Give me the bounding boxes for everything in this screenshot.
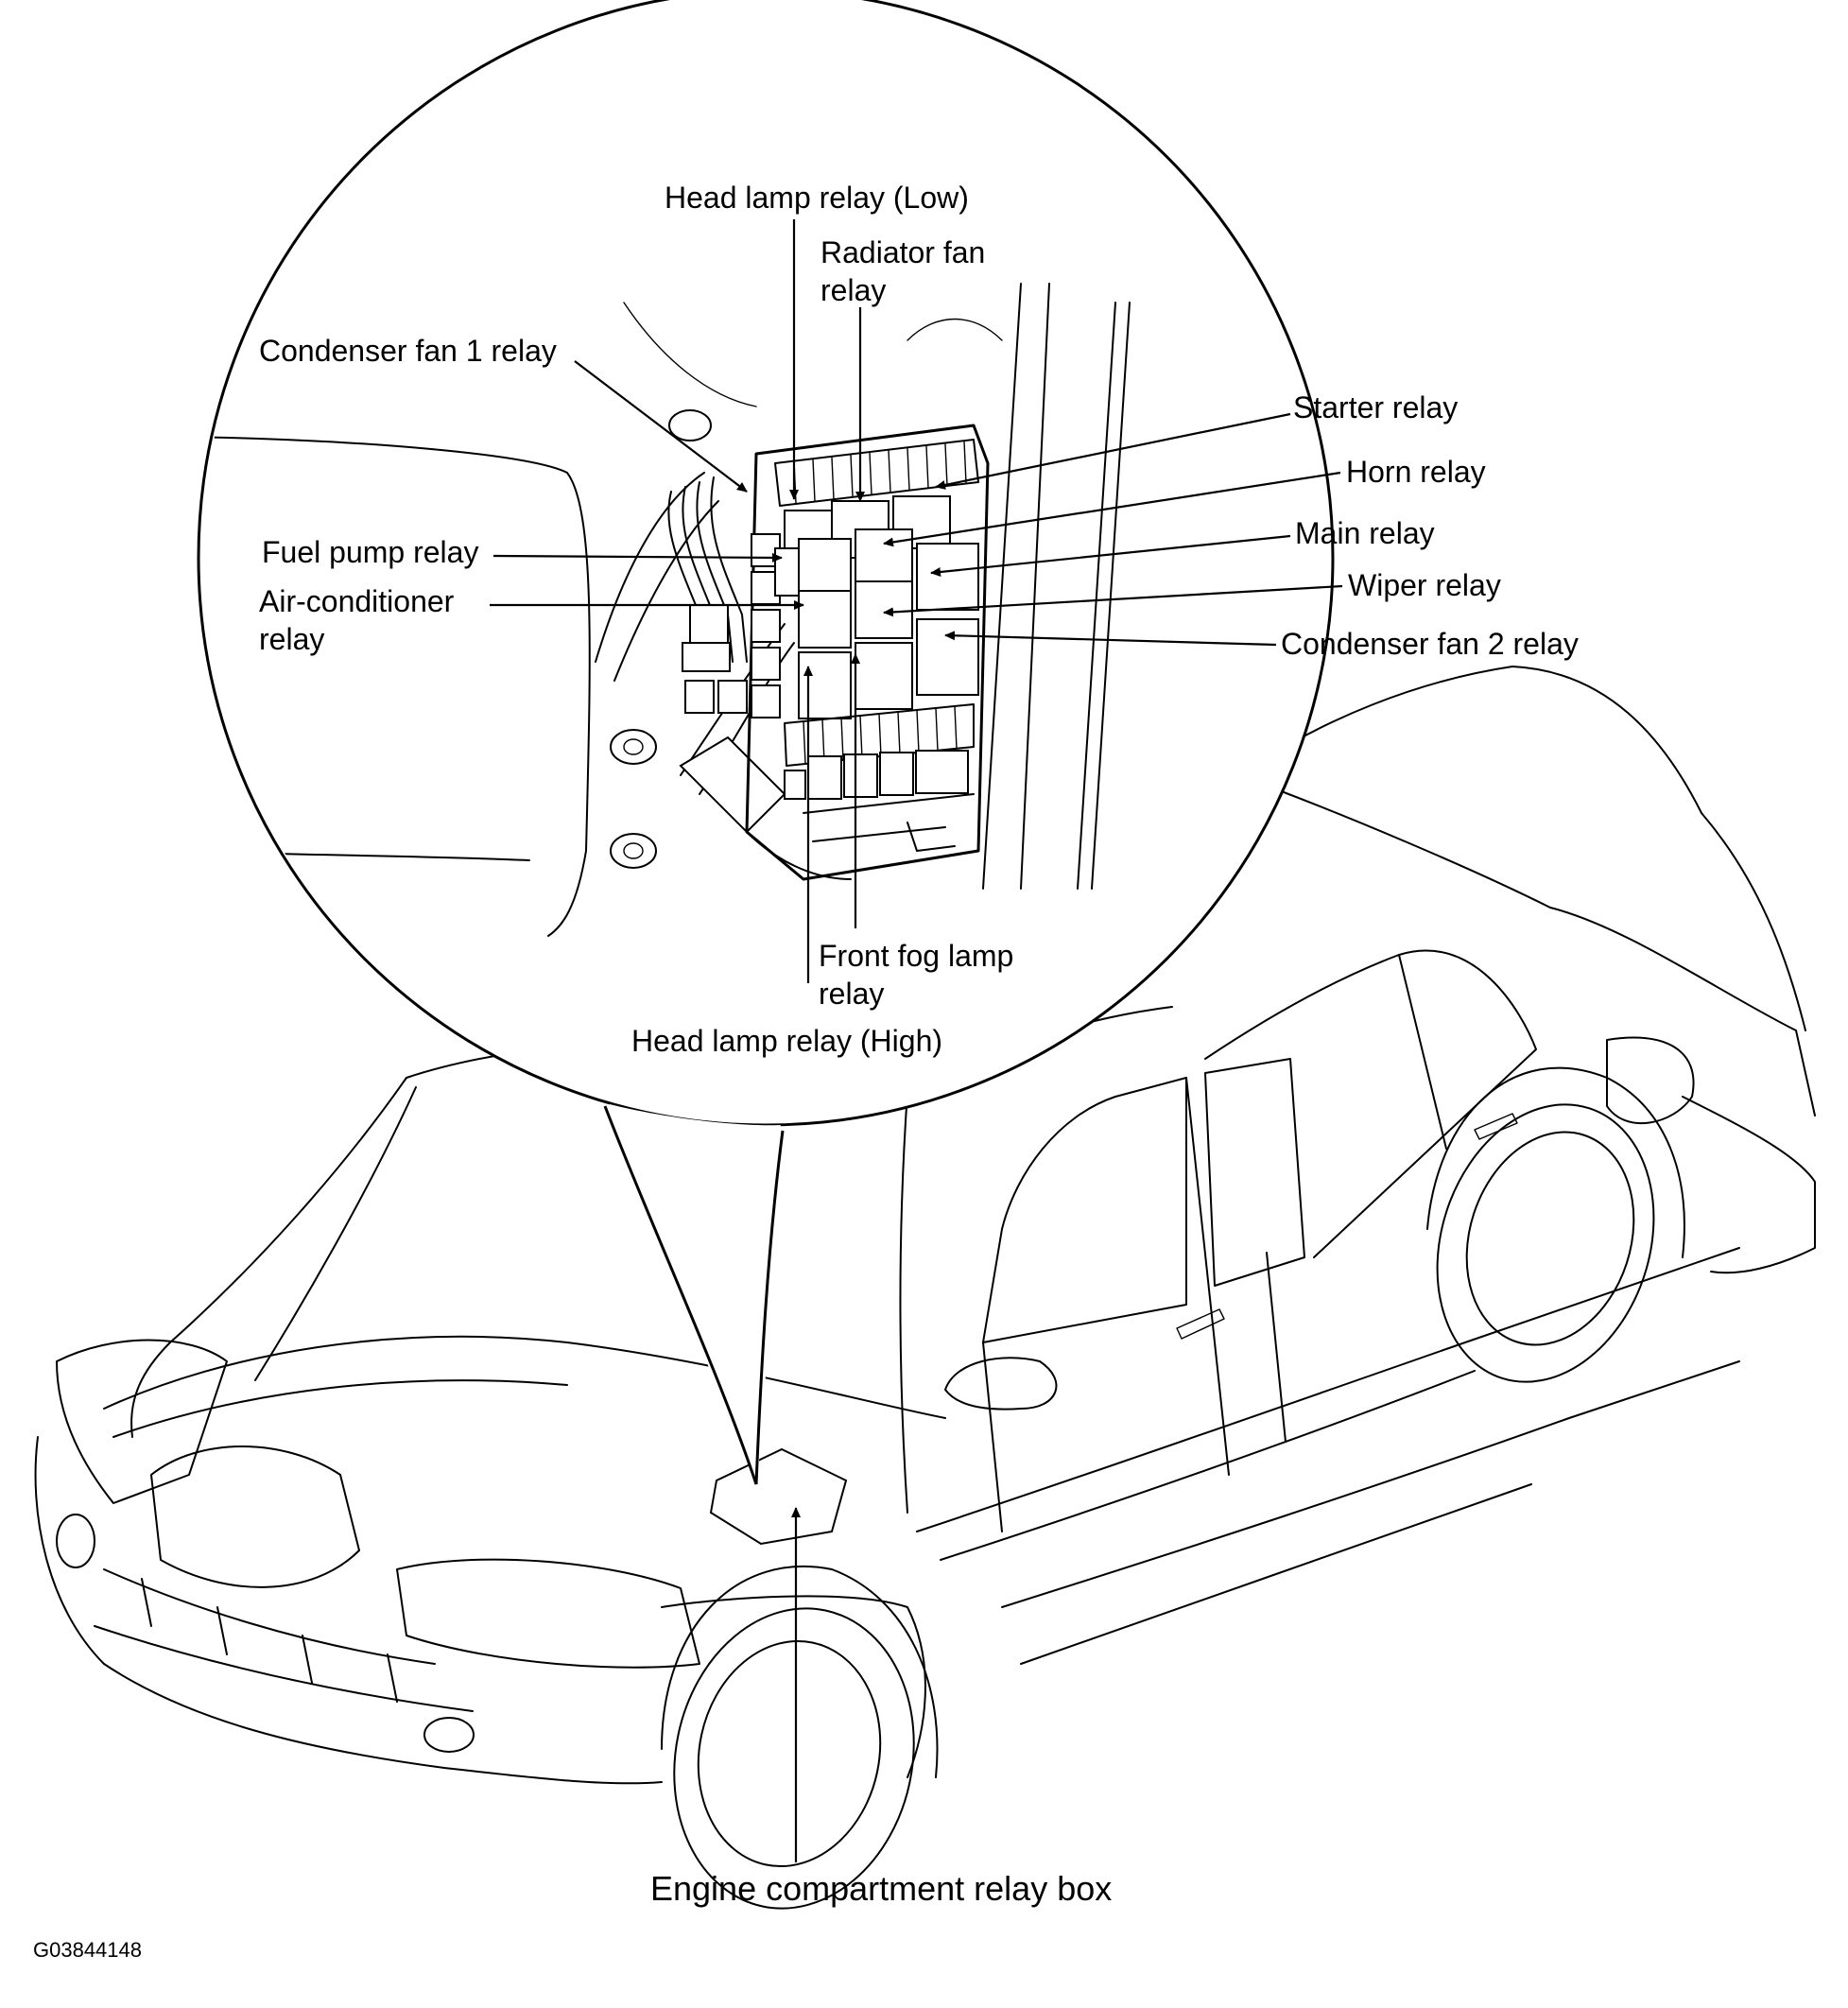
label-condenser-fan-1-relay: Condenser fan 1 relay <box>259 334 557 368</box>
engine-bay-detail <box>201 283 1131 937</box>
label-front-fog-lamp-relay-line2: relay <box>819 977 884 1011</box>
label-radiator-fan-relay-line2: relay <box>820 273 886 307</box>
label-wiper-relay: Wiper relay <box>1348 568 1501 602</box>
label-starter-relay: Starter relay <box>1293 390 1458 424</box>
label-horn-relay: Horn relay <box>1346 455 1486 489</box>
figure-code: G03844148 <box>33 1938 142 1962</box>
label-front-fog-lamp-relay-line1: Front fog lamp <box>819 939 1013 973</box>
label-fuel-pump-relay: Fuel pump relay <box>262 535 478 569</box>
label-main-relay: Main relay <box>1295 516 1435 550</box>
leader-lines <box>490 219 1343 1862</box>
label-radiator-fan-relay-line1: Radiator fan <box>820 235 985 269</box>
label-air-conditioner-relay-line1: Air-conditioner <box>259 584 455 618</box>
relay-box-icon <box>709 1447 848 1546</box>
label-head-lamp-relay-low: Head lamp relay (Low) <box>665 181 969 215</box>
label-engine-compartment-relay-box: Engine compartment relay box <box>650 1869 1112 1908</box>
label-condenser-fan-2-relay: Condenser fan 2 relay <box>1281 627 1579 661</box>
car-outline <box>34 666 1816 1910</box>
label-air-conditioner-relay-line2: relay <box>259 622 324 656</box>
label-head-lamp-relay-high: Head lamp relay (High) <box>631 1024 942 1058</box>
magnifier-callout <box>197 0 1335 1485</box>
